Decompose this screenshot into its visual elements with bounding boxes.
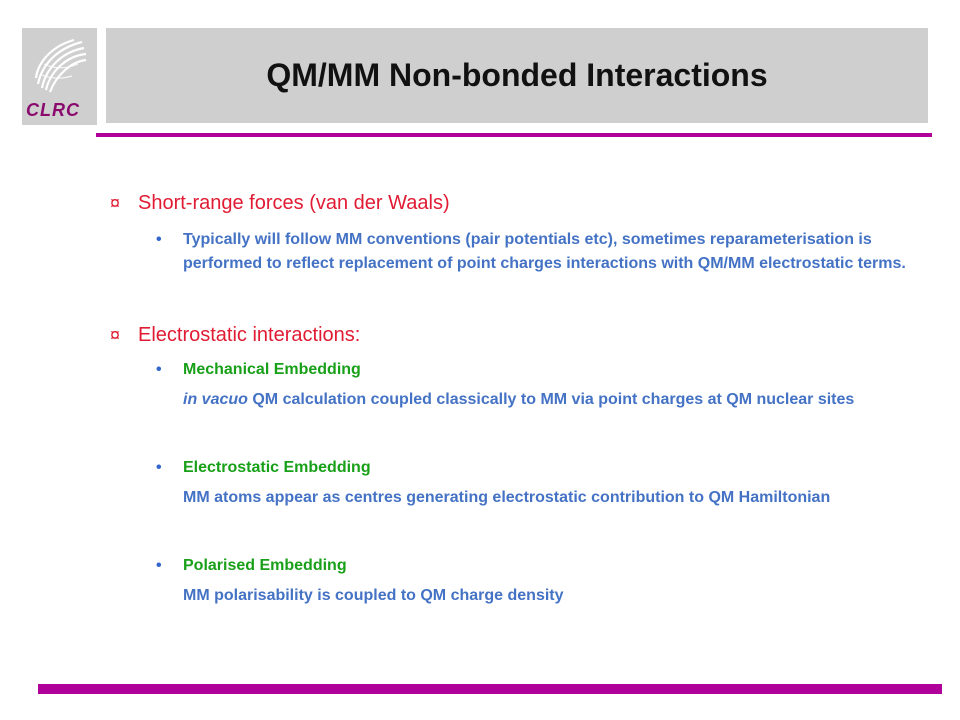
bullet-point: • Polarised Embedding <box>156 554 920 578</box>
bullet-icon: • <box>156 557 162 574</box>
bullet-point: • Electrostatic Embedding <box>156 456 920 480</box>
description-text: QM calculation coupled classically to MM… <box>247 391 855 408</box>
bullet-icon: • <box>156 459 162 476</box>
section-heading-text: Electrostatic interactions: <box>138 324 361 346</box>
bullet-icon: • <box>156 231 162 248</box>
description-text: MM polarisability is coupled to QM charg… <box>183 587 564 604</box>
bullet-icon: • <box>156 361 162 378</box>
section-marker-icon: ¤ <box>110 325 121 345</box>
section-heading-text: Short-range forces (van der Waals) <box>138 192 450 214</box>
bullet-point: • Mechanical Embedding <box>156 358 920 382</box>
embedding-label: Electrostatic Embedding <box>183 459 371 476</box>
top-divider <box>96 133 932 137</box>
description-text: MM atoms appear as centres generating el… <box>183 489 831 506</box>
logo-text: CLRC <box>26 100 80 120</box>
slide-content: ¤ Short-range forces (van der Waals) • T… <box>110 190 920 608</box>
embedding-label: Mechanical Embedding <box>183 361 361 378</box>
embedding-description: in vacuo QM calculation coupled classica… <box>183 388 920 412</box>
bullet-text: Typically will follow MM conventions (pa… <box>183 231 906 272</box>
clrc-logo: CLRC <box>22 28 97 125</box>
slide-title: QM/MM Non-bonded Interactions <box>266 57 768 93</box>
title-bar: QM/MM Non-bonded Interactions <box>106 28 928 123</box>
section-heading: ¤ Electrostatic interactions: <box>110 322 920 348</box>
bottom-divider <box>38 684 942 694</box>
bullet-point: • Typically will follow MM conventions (… <box>156 228 920 276</box>
globe-swirl-icon <box>34 38 87 93</box>
embedding-description: MM polarisability is coupled to QM charg… <box>183 584 920 608</box>
embedding-description: MM atoms appear as centres generating el… <box>183 486 920 510</box>
italic-term: in vacuo <box>183 391 248 408</box>
embedding-label: Polarised Embedding <box>183 557 347 574</box>
section-marker-icon: ¤ <box>110 193 121 213</box>
section-heading: ¤ Short-range forces (van der Waals) <box>110 190 920 216</box>
